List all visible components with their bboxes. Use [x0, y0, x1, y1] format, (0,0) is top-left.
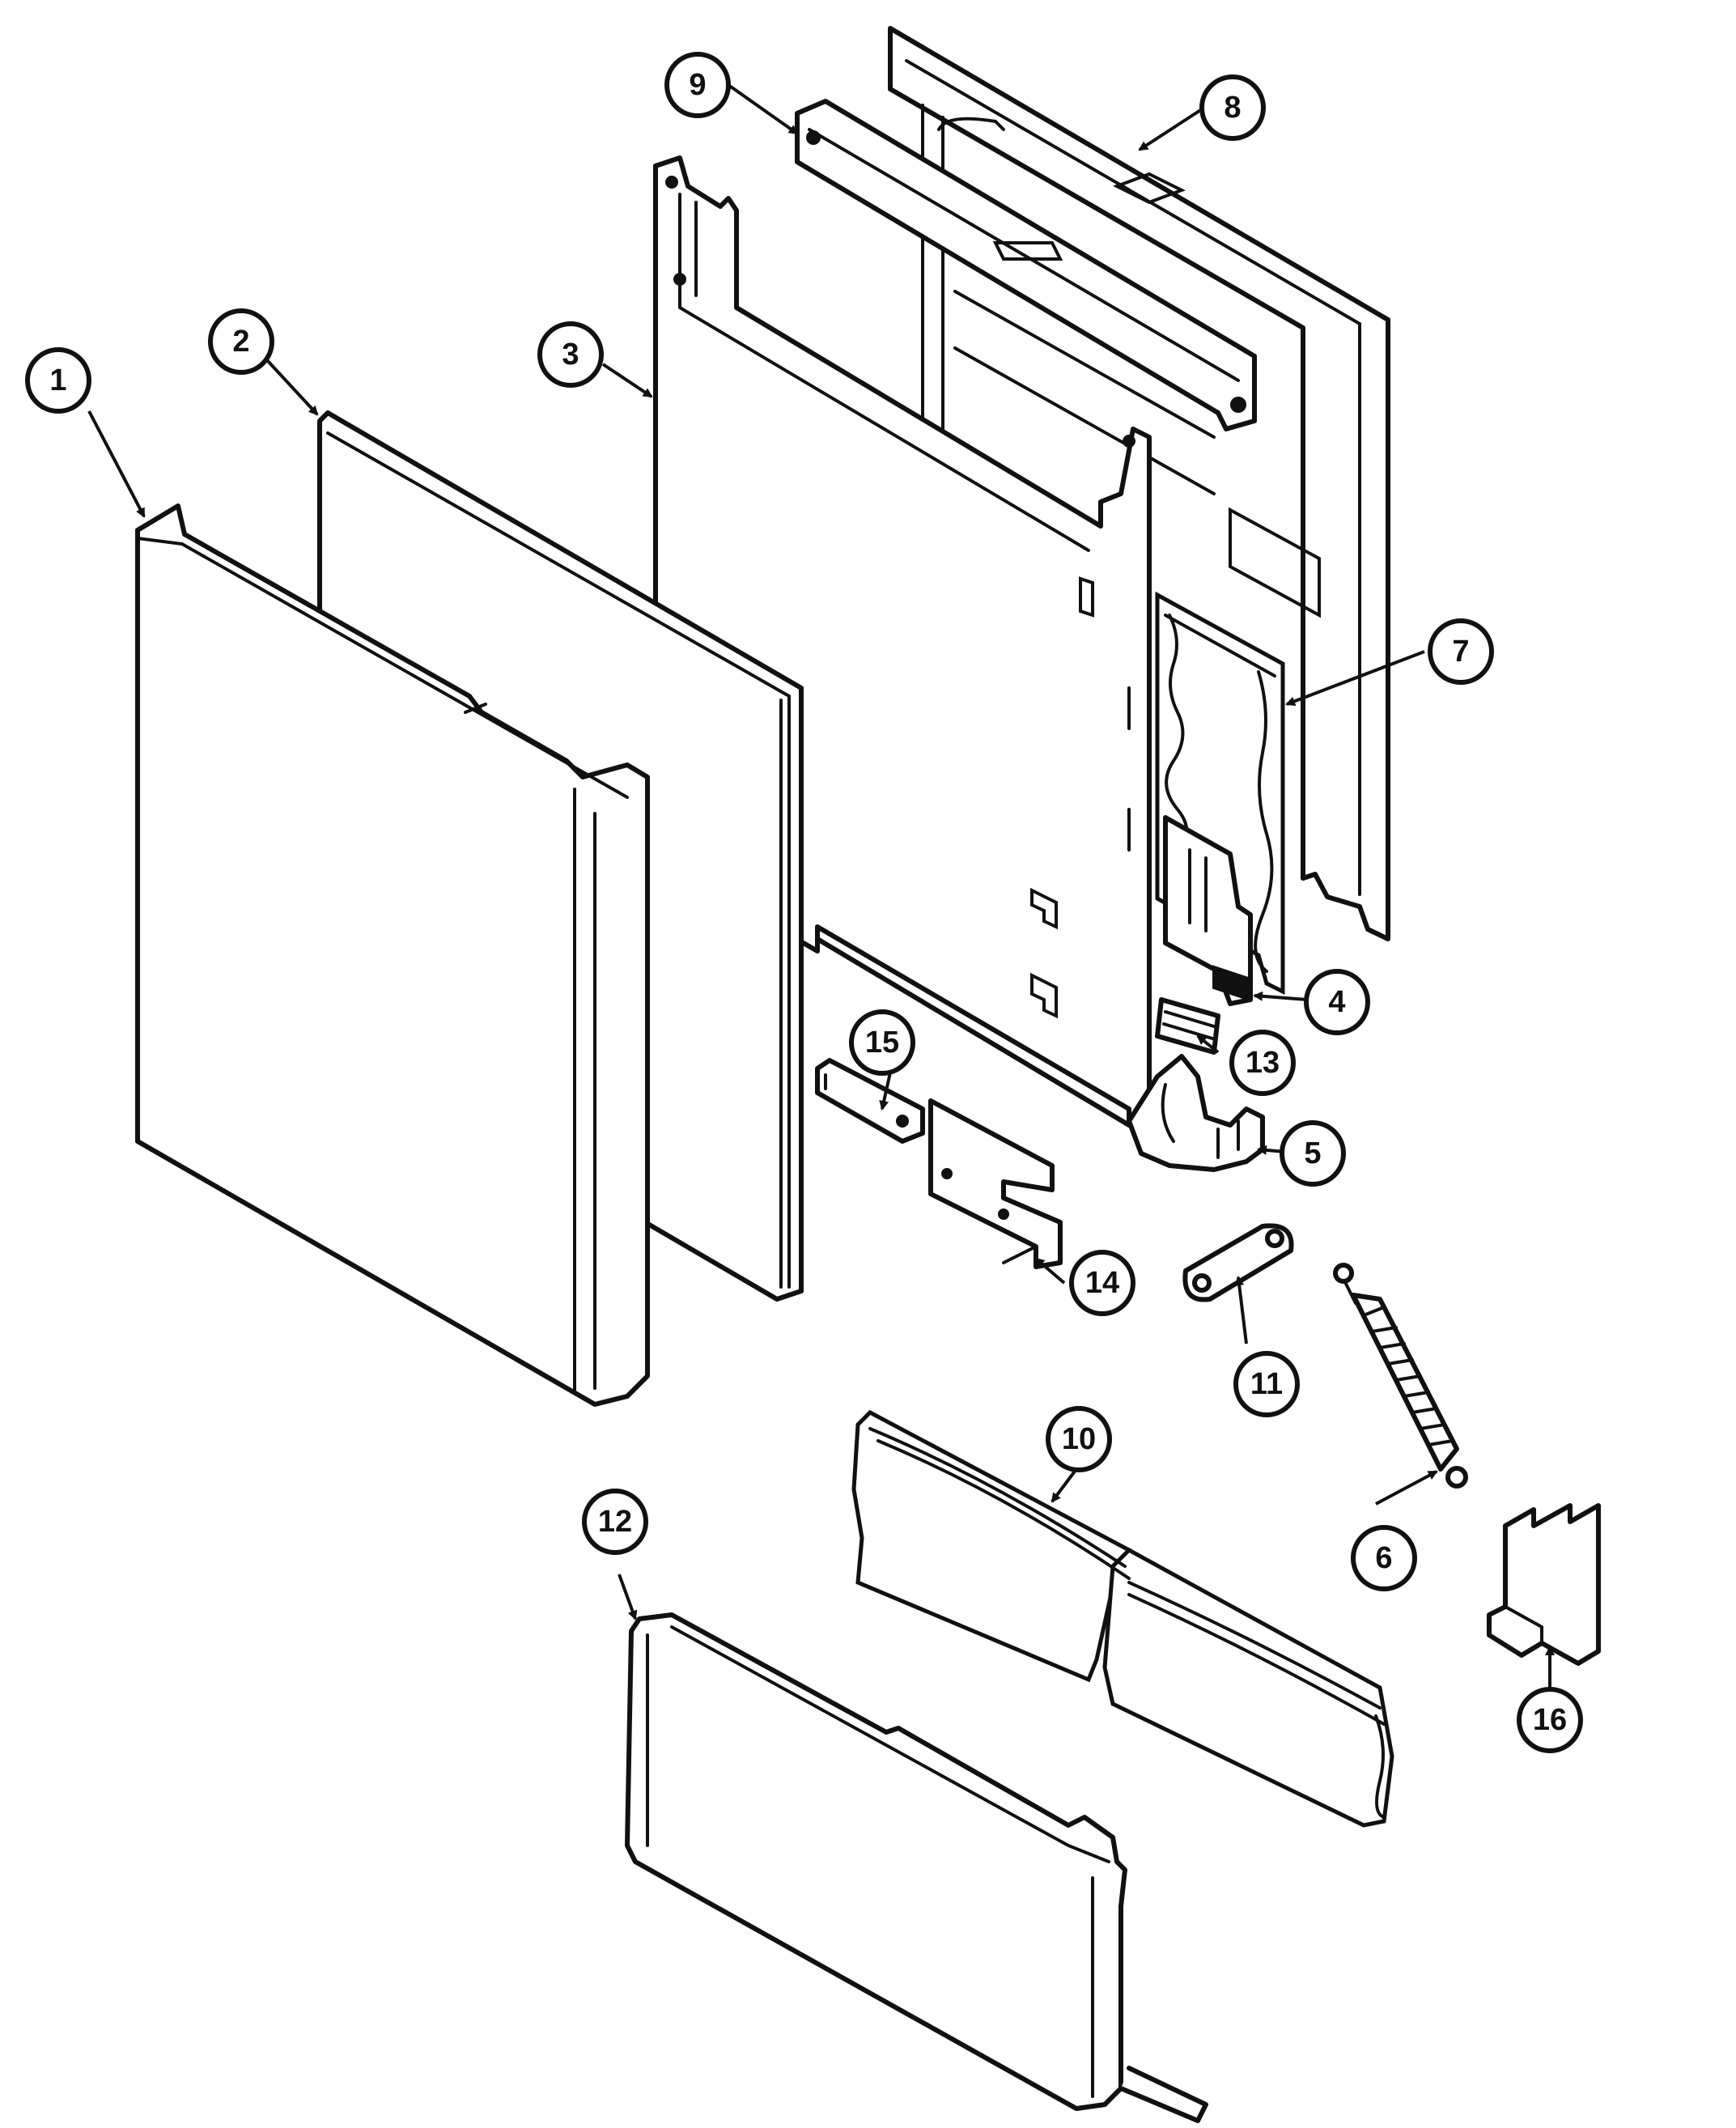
part-12-bottom-panel — [625, 1612, 1208, 2123]
callout-6: 6 — [1351, 1525, 1417, 1591]
callout-12: 12 — [582, 1489, 648, 1555]
callout-15: 15 — [849, 1009, 915, 1076]
callout-11-label: 11 — [1250, 1367, 1283, 1401]
callout-16-label: 16 — [1533, 1703, 1567, 1737]
callout-10: 10 — [1046, 1406, 1112, 1472]
callout-7-label: 7 — [1452, 635, 1469, 669]
callout-11: 11 — [1233, 1351, 1300, 1417]
callout-1: 1 — [25, 347, 91, 414]
callout-3: 3 — [537, 321, 604, 388]
part-15-hinge-arm — [815, 1058, 925, 1144]
part-9-top-rail — [795, 99, 1257, 431]
callout-8: 8 — [1199, 74, 1266, 141]
callout-3-label: 3 — [562, 338, 579, 372]
callout-13: 13 — [1229, 1030, 1296, 1096]
callout-1-label: 1 — [49, 363, 66, 397]
part-11-link — [1182, 1223, 1294, 1302]
callout-10-label: 10 — [1062, 1422, 1096, 1456]
callout-14: 14 — [1069, 1250, 1135, 1316]
part-8-inner-liner — [888, 26, 1390, 941]
leader-lines — [87, 83, 1555, 1688]
callout-4-label: 4 — [1328, 985, 1345, 1019]
part-1-outer-door-panel — [135, 503, 650, 1407]
callout-6-label: 6 — [1375, 1541, 1392, 1575]
callout-16: 16 — [1517, 1687, 1583, 1753]
callout-2-label: 2 — [232, 325, 249, 359]
callout-13-label: 13 — [1246, 1046, 1280, 1080]
part-6-spring — [1333, 1263, 1468, 1489]
callout-5: 5 — [1280, 1120, 1346, 1187]
callout-4: 4 — [1304, 969, 1370, 1035]
callout-8-label: 8 — [1224, 91, 1241, 125]
callout-14-label: 14 — [1085, 1266, 1119, 1300]
part-16-corner-guard — [1487, 1503, 1601, 1666]
callout-9-label: 9 — [689, 68, 706, 102]
part-5-hinge-bracket — [1127, 1054, 1265, 1172]
callout-2: 2 — [208, 308, 274, 375]
callout-9: 9 — [664, 52, 731, 118]
part-4-latch — [1163, 815, 1253, 1006]
callout-7: 7 — [1428, 618, 1494, 685]
callout-5-label: 5 — [1304, 1136, 1321, 1170]
callout-15-label: 15 — [865, 1026, 899, 1060]
part-10-insulation — [851, 1409, 1394, 1828]
part-14-bracket-plate — [928, 1098, 1063, 1269]
callout-12-label: 12 — [598, 1505, 632, 1539]
